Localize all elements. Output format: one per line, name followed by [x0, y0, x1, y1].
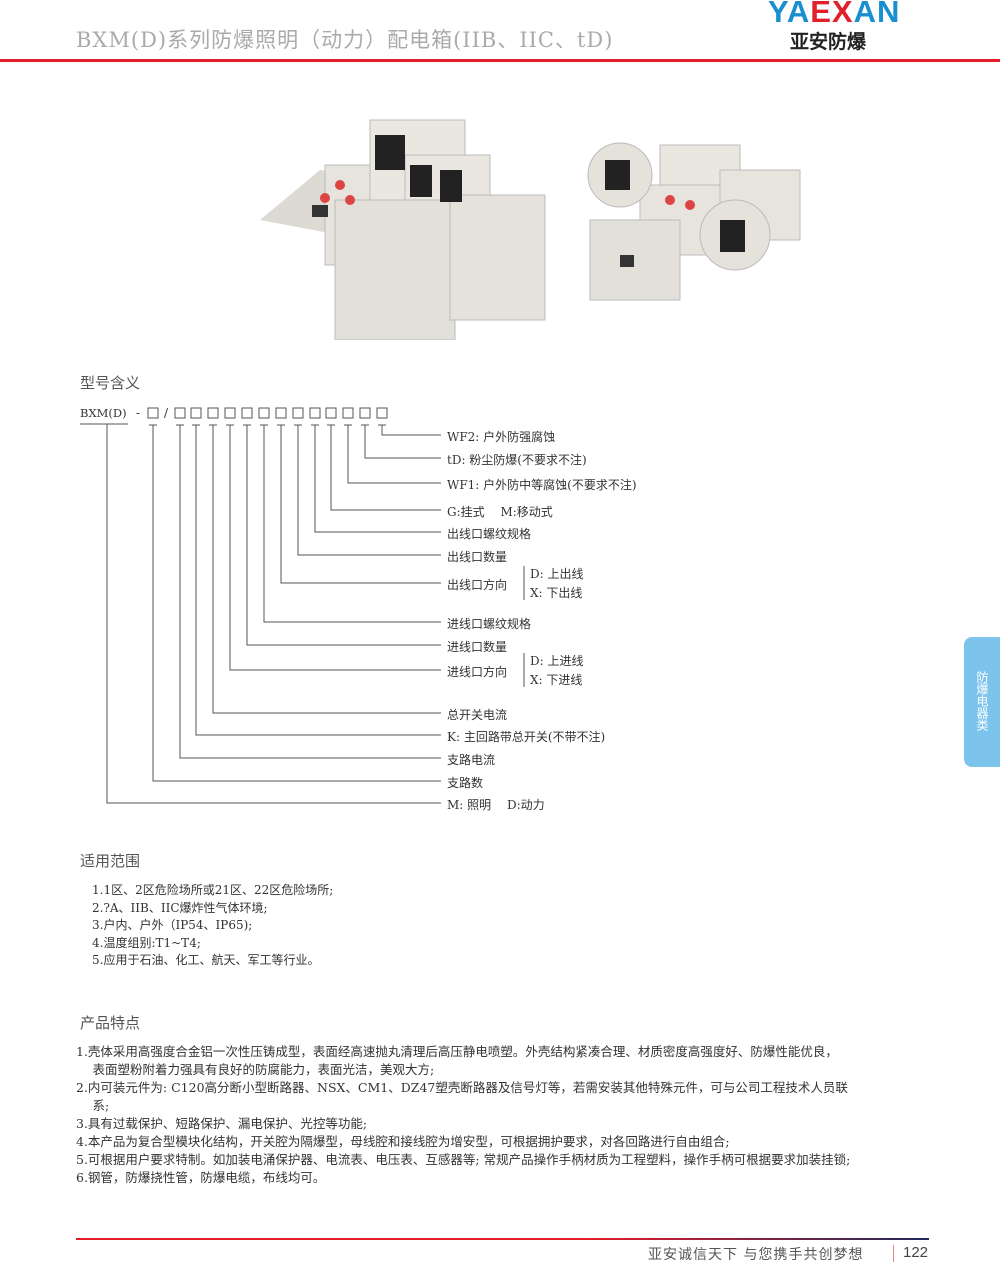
code-box: [376, 407, 388, 419]
label-out-thread: 出线口螺纹规格: [447, 527, 532, 541]
product-photos: [260, 119, 801, 340]
features-list: 1.壳体采用高强度合金铝一次性压铸成型，表面经高速抛丸清理后高压静电喷塑。外壳结…: [76, 1043, 966, 1187]
brand-logo-cn: 亚安防爆: [790, 31, 867, 53]
feature-item: 3.具有过载保护、短路保护、漏电保护、光控等功能;: [76, 1116, 368, 1131]
code-box: [174, 407, 186, 419]
code-box: [309, 407, 321, 419]
footer-slogan: 亚安诚信天下 与您携手共创梦想: [648, 1247, 864, 1263]
scope-item: 2.?A、IIB、IIC爆炸性气体环境;: [92, 900, 268, 915]
label-main-current: 总开关电流: [447, 708, 508, 722]
scope-item: 5.应用于石油、化工、航天、军工等行业。: [92, 953, 320, 967]
leader-line: [246, 425, 441, 646]
leader-line: [195, 425, 441, 736]
label-main-switch: K: 主回路带总开关(不带不注): [447, 730, 606, 744]
feature-item: 2.内可装元件为: C120高分断小型断路器、NSX、CM1、DZ47塑壳断路器…: [76, 1080, 848, 1095]
leader-line: [212, 425, 441, 714]
code-box: [258, 407, 270, 419]
model-slash: /: [164, 406, 169, 420]
leader-line: [106, 424, 441, 804]
leader-line: [297, 425, 441, 556]
leader-line: [280, 425, 441, 584]
label-in-dir: 进线口方向: [447, 665, 508, 679]
feature-item: 表面塑粉附着力强具有良好的防腐能力，表面光洁，美观大方;: [76, 1062, 435, 1077]
leader-line: [152, 425, 441, 782]
section-side-tab[interactable]: 防爆电器类: [964, 637, 1000, 767]
model-code-diagram: [80, 407, 525, 804]
feature-item: 系;: [76, 1098, 110, 1113]
label-in-thread: 进线口螺纹规格: [447, 617, 532, 631]
scope-list: 1.1区、2区危险场所或21区、22区危险场所; 2.?A、IIB、IIC爆炸性…: [92, 882, 333, 970]
label-branch-current: 支路电流: [447, 753, 496, 767]
code-box: [241, 407, 253, 419]
code-box: [147, 407, 159, 419]
label-wf1: WF1: 户外防中等腐蚀(不要求不注): [447, 478, 637, 492]
scope-item: 1.1区、2区危险场所或21区、22区危险场所;: [92, 883, 334, 897]
label-wf2: WF2: 户外防强腐蚀: [447, 430, 556, 444]
leader-line: [364, 425, 441, 459]
footer-divider: [76, 1238, 929, 1240]
feature-item: 4.本产品为复合型模块化结构，开关腔为隔爆型，母线腔和接线腔为增安型，可根据拥护…: [76, 1134, 730, 1149]
logo-text: EX: [810, 0, 854, 29]
label-out-x: X: 下出线: [530, 586, 583, 600]
page-number: 122: [903, 1244, 929, 1261]
footer-separator: [893, 1245, 894, 1262]
logo-text: YA: [768, 0, 811, 29]
label-usage: M: 照明 D:动力: [447, 798, 545, 812]
model-prefix: BXM(D): [80, 406, 127, 420]
leader-line: [229, 425, 441, 671]
leader-line: [314, 425, 441, 533]
code-box: [292, 407, 304, 419]
label-out-dir: 出线口方向: [447, 578, 508, 592]
feature-item: 5.可根据用户要求特制。如加装电涌保护器、电流表、电压表、互感器等; 常规产品操…: [76, 1152, 851, 1167]
product-image-left: [260, 119, 546, 340]
label-mounting: G:挂式 M:移动式: [447, 505, 553, 519]
model-heading: 型号含义: [80, 374, 141, 392]
label-td: tD: 粉尘防爆(不要求不注): [447, 453, 587, 467]
feature-item: 6.钢管，防爆挠性管，防爆电缆，布线均可。: [76, 1170, 326, 1185]
leader-line: [179, 425, 441, 759]
page-title: BXM(D)系列防爆照明（动力）配电箱(IIB、IIC、tD): [76, 28, 614, 52]
leader-line: [347, 425, 441, 484]
leader-line: [263, 425, 441, 623]
scope-heading: 适用范围: [80, 852, 141, 870]
features-heading: 产品特点: [80, 1014, 141, 1032]
label-branch-count: 支路数: [447, 776, 484, 790]
code-box: [359, 407, 371, 419]
logo-text: AN: [853, 0, 901, 29]
code-box: [190, 407, 202, 419]
side-tab-label: 防爆电器类: [975, 671, 989, 731]
code-box: [342, 407, 354, 419]
scope-item: 4.温度组别:T1~T4;: [92, 935, 201, 950]
label-in-x: X: 下进线: [530, 673, 583, 687]
label-in-qty: 进线口数量: [447, 640, 508, 654]
model-dash: -: [136, 406, 141, 420]
product-image-right: [587, 142, 801, 301]
code-box: [207, 407, 219, 419]
code-box: [224, 407, 236, 419]
code-box: [275, 407, 287, 419]
leader-line: [330, 425, 441, 511]
feature-item: 1.壳体采用高强度合金铝一次性压铸成型，表面经高速抛丸清理后高压静电喷塑。外壳结…: [76, 1044, 838, 1059]
label-out-qty: 出线口数量: [447, 550, 508, 564]
brand-logo: YAEXAN: [768, 0, 900, 30]
leader-line: [381, 425, 441, 436]
header-divider: [0, 59, 1000, 62]
scope-item: 3.户内、户外（IP54、IP65);: [92, 918, 253, 932]
label-out-d: D: 上出线: [530, 567, 584, 581]
label-in-d: D: 上进线: [530, 654, 584, 668]
code-box: [325, 407, 337, 419]
